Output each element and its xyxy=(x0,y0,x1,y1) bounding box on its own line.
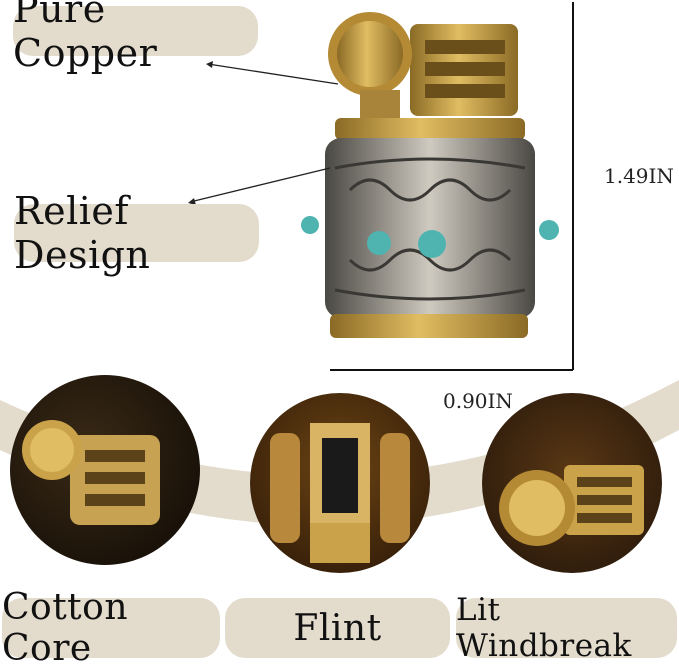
label-relief-design: Relief Design xyxy=(14,189,259,277)
label-cotton-core: Cotton Core xyxy=(2,587,220,669)
flint-detail-image xyxy=(250,393,430,573)
dimension-width: 0.90IN xyxy=(443,389,513,413)
label-lit-windbreak: Lit Windbreak xyxy=(456,592,677,664)
cotton-core-detail-image xyxy=(10,375,200,565)
dimension-height: 1.49IN xyxy=(604,164,674,188)
windbreak-detail-image xyxy=(482,393,662,573)
label-flint: Flint xyxy=(225,598,450,658)
label-pure-copper: Pure Copper xyxy=(13,0,258,75)
